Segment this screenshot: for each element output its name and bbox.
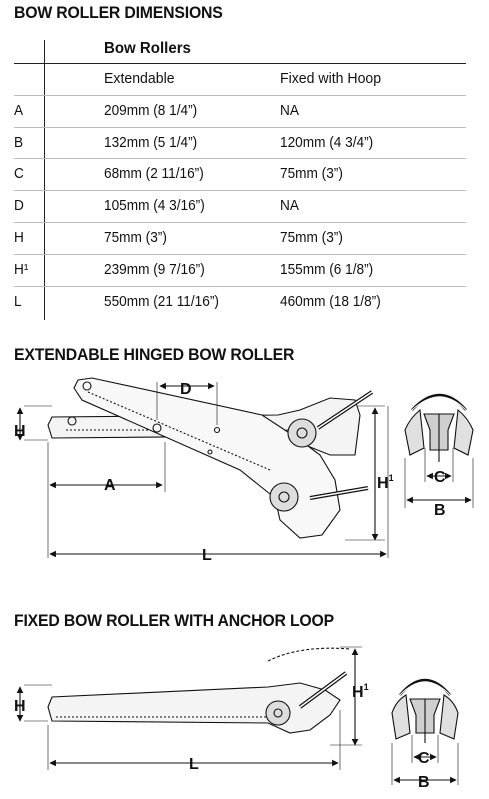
row-label: H¹: [14, 262, 29, 278]
row-fixed-value: NA: [280, 198, 299, 214]
row-fixed-value: 155mm (6 1/8”): [280, 262, 374, 278]
table-rule: [14, 63, 466, 64]
table-rule: [14, 254, 466, 255]
table-rule: [14, 222, 466, 223]
dim-label-b: B: [418, 774, 430, 791]
roller-body: [47, 682, 341, 734]
dim-label-l: L: [189, 756, 199, 773]
row-fixed-value: 75mm (3”): [280, 166, 343, 182]
row-extendable-value: 68mm (2 11/16”): [104, 166, 204, 182]
dim-label-h1: H1: [352, 682, 369, 701]
row-fixed-value: 75mm (3”): [280, 230, 343, 246]
row-extendable-value: 550mm (21 11/16”): [104, 294, 219, 310]
roller-end-view: [391, 678, 459, 785]
row-fixed-value: 460mm (18 1/8”): [280, 294, 381, 310]
row-extendable-value: 209mm (8 1/4”): [104, 103, 198, 119]
table-rule: [14, 127, 466, 128]
dim-label-a: A: [104, 477, 116, 494]
row-label: L: [14, 294, 22, 310]
row-extendable-value: 132mm (5 1/4”): [104, 135, 198, 151]
table-column-divider: [44, 40, 45, 320]
row-label: B: [14, 135, 24, 151]
dim-label-h1: H1: [377, 473, 394, 492]
column-header-extendable: Extendable: [104, 70, 175, 87]
dim-label-c: C: [434, 469, 446, 486]
table-rule: [14, 158, 466, 159]
row-extendable-value: 105mm (4 3/16”): [104, 198, 205, 214]
roller-bottom: [269, 482, 299, 512]
row-label: C: [14, 166, 24, 182]
title-extendable: EXTENDABLE HINGED BOW ROLLER: [14, 345, 295, 364]
title-dimensions: BOW ROLLER DIMENSIONS: [14, 3, 223, 22]
table-group-header: Bow Rollers: [104, 40, 191, 57]
title-fixed: FIXED BOW ROLLER WITH ANCHOR LOOP: [14, 611, 335, 630]
roller-top: [287, 418, 317, 448]
table-rule: [14, 286, 466, 287]
row-fixed-value: 120mm (4 3/4”): [280, 135, 374, 151]
row-fixed-value: NA: [280, 103, 299, 119]
extendable-roller-diagram: H D A L H1 C B: [14, 377, 474, 564]
row-label: H: [14, 230, 24, 246]
table-rule: [14, 190, 466, 191]
dimensions-table: Bow Rollers Extendable Fixed with Hoop A…: [14, 40, 466, 320]
row-label: A: [14, 103, 24, 119]
fixed-roller-diagram: H L H1 C B: [14, 646, 459, 791]
row-extendable-value: 239mm (9 7/16”): [104, 262, 205, 278]
dim-label-h: H: [14, 423, 26, 440]
dim-label-b: B: [434, 502, 446, 519]
table-rule: [14, 95, 466, 96]
upper-arm: [73, 377, 341, 539]
dim-label-h: H: [14, 698, 26, 715]
row-label: D: [14, 198, 24, 214]
column-header-fixed: Fixed with Hoop: [280, 70, 382, 87]
anchor-loop: [267, 647, 351, 662]
dim-label-d: D: [180, 381, 192, 398]
dim-label-c: C: [418, 750, 430, 767]
roller-end-view: [404, 393, 474, 508]
row-extendable-value: 75mm (3”): [104, 230, 167, 246]
dim-label-l: L: [202, 547, 212, 564]
roller: [265, 700, 291, 726]
